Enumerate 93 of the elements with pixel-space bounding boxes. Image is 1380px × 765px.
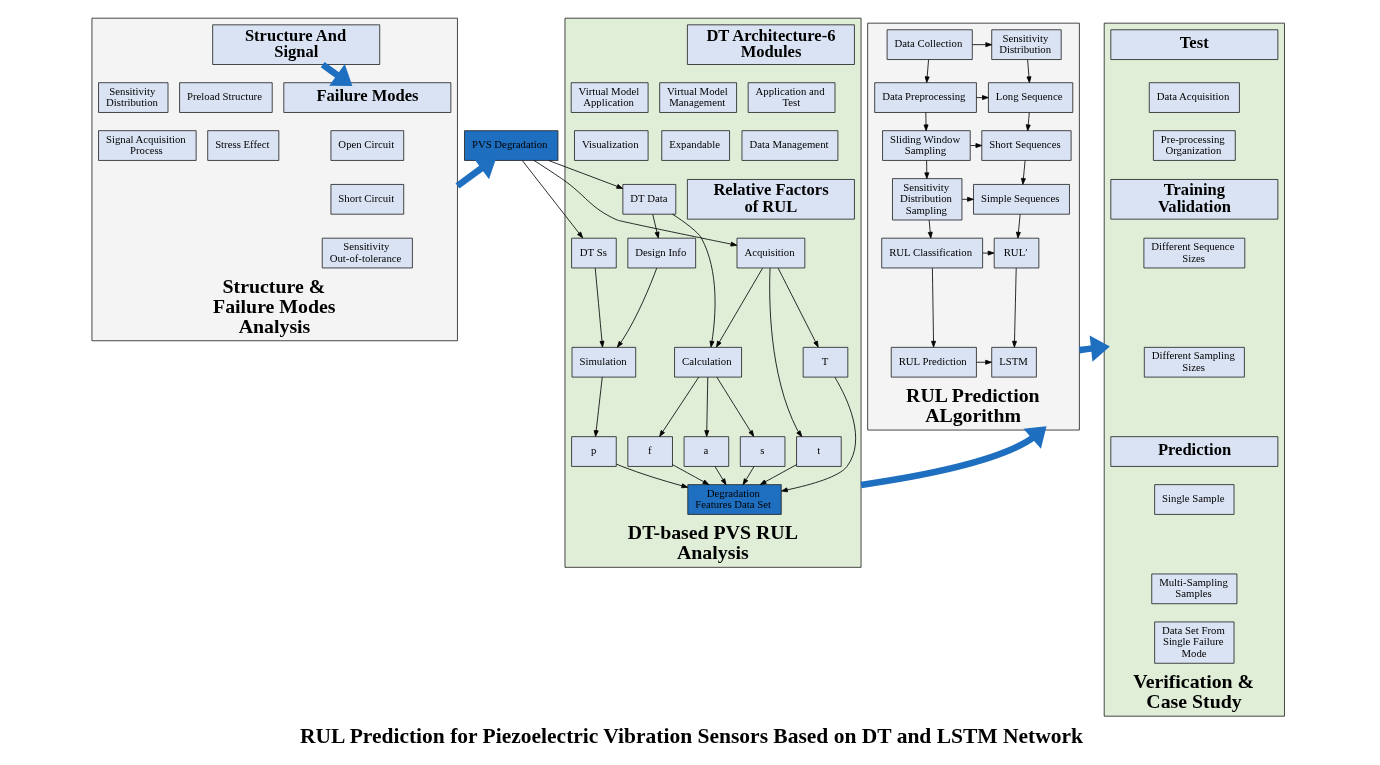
node-box: Design Info [627, 237, 697, 269]
diagram-title: RUL Prediction for Piezoelectric Vibration Sensors Based on DT and LSTM Network [300, 723, 1083, 748]
node-box: a [683, 436, 730, 467]
node-box: Short Sequences [981, 130, 1072, 161]
arrow [982, 250, 995, 256]
arrow [652, 213, 660, 239]
node-box: Relative Factors of RUL [686, 179, 855, 220]
arrow [1025, 112, 1031, 132]
node-box: T [802, 346, 849, 378]
node-box: Sensitivity Distribution Sampling [892, 178, 963, 221]
node-box: s [739, 436, 786, 467]
node-box: Visualization [574, 130, 649, 161]
arrow [781, 376, 857, 493]
node-box: Virtual Model Management [659, 82, 737, 113]
node-box: Open Circuit [330, 130, 405, 161]
arrow [777, 267, 819, 348]
node-box: Sensitivity Distribution [991, 29, 1062, 60]
node-box: Single Sample [1154, 484, 1235, 515]
arrow [860, 426, 1047, 489]
arrow [1016, 213, 1021, 239]
arrow [616, 267, 658, 348]
arrow [716, 376, 755, 437]
arrow [672, 213, 716, 348]
node-box: Calculation [674, 346, 742, 378]
node-box: DT Ss [571, 237, 617, 269]
arrow [931, 267, 936, 348]
node-box: Structure And Signal [212, 24, 381, 65]
node-box: Failure Modes [283, 82, 452, 113]
arrow [704, 376, 710, 437]
node-box: Different Sequence Sizes [1143, 237, 1246, 269]
node-box: Data Management [741, 130, 839, 161]
arrow [927, 219, 933, 239]
arrow [593, 376, 603, 437]
node-box: RUL Prediction [890, 346, 977, 378]
arrow [1026, 59, 1032, 83]
node-box: Signal Acquisition Process [98, 130, 197, 161]
arrow [594, 267, 605, 348]
node-box: RUL′ [993, 237, 1040, 269]
arrow [716, 267, 763, 348]
node-box: Application and Test [747, 82, 836, 113]
node-box: DT Data [622, 184, 677, 215]
arrow [976, 359, 992, 365]
node-box: Prediction [1110, 436, 1279, 467]
node-box: Training Validation [1110, 179, 1279, 220]
arrow [521, 160, 584, 239]
node-box: Acquisition [736, 237, 806, 269]
arrow [923, 112, 929, 132]
arrow [672, 464, 710, 485]
arrow [455, 157, 497, 189]
arrow [616, 463, 689, 489]
node-box: Multi-Sampling Samples [1151, 573, 1238, 605]
arrow [714, 466, 727, 486]
node-box: Test [1110, 29, 1279, 60]
node-box: Preload Structure [179, 82, 273, 113]
arrow [742, 466, 755, 486]
node-box: f [627, 436, 673, 467]
arrow [1012, 267, 1017, 348]
node-box: Data Preprocessing [874, 82, 977, 113]
node-box: Short Circuit [330, 184, 405, 215]
arrow [976, 95, 989, 101]
node-box: LSTM [991, 346, 1037, 378]
node-box: RUL Classification [881, 237, 984, 269]
arrow [924, 59, 930, 83]
arrow [533, 160, 738, 247]
arrow [972, 42, 993, 48]
node-box: PVS Degradation [464, 130, 559, 161]
node-box: Data Set From Single Failure Mode [1154, 621, 1235, 664]
node-box: Sliding Window Sampling [882, 130, 971, 161]
node-box: Sensitivity Out-of-tolerance [321, 237, 413, 269]
arrow [961, 196, 974, 202]
arrow [769, 267, 803, 437]
node-box: Expandable [661, 130, 730, 161]
node-box: Degradation Features Data Set [687, 484, 782, 515]
node-box: Pre-processing Organization [1153, 130, 1236, 161]
node-box: Data Collection [886, 29, 973, 60]
node-box: Simulation [571, 346, 637, 378]
arrow [970, 143, 983, 148]
node-box: Virtual Model Application [570, 82, 649, 113]
arrow [548, 160, 624, 189]
arrow [924, 160, 930, 180]
node-box: Sensitivity Distribution [98, 82, 169, 113]
node-box: Stress Effect [207, 130, 280, 161]
node-box: t [796, 436, 842, 467]
arrow [659, 376, 700, 437]
node-box: DT Architecture-6 Modules [686, 24, 855, 65]
arrow [1020, 160, 1026, 185]
arrow [759, 464, 797, 485]
node-box: Data Acquisition [1148, 82, 1240, 113]
node-box: Different Sampling Sizes [1143, 346, 1245, 378]
node-box: Simple Sequences [973, 184, 1070, 215]
node-box: Long Sequence [988, 82, 1074, 113]
node-box: p [571, 436, 617, 467]
arrow [320, 61, 353, 86]
